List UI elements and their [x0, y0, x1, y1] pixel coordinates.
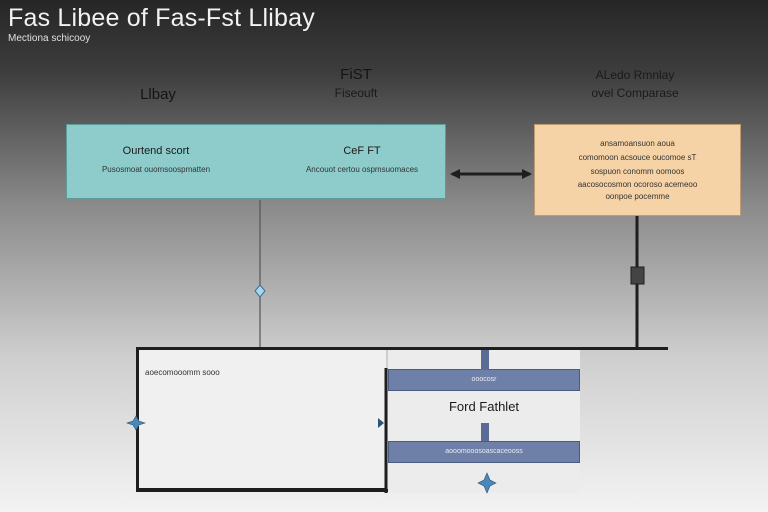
peach-component-box: ansamoansuon aoua comomoon acsouce oucom… — [534, 124, 741, 216]
inner-bottom-bar-text: aooomooosoascaceooss — [445, 448, 523, 455]
peach-line-2: comomoon acsouce oucomoe sT — [578, 153, 697, 162]
left-edge-star-icon — [126, 415, 146, 431]
divider-arrow-icon — [378, 418, 384, 428]
teal-left-text: Pusosmoat ouomsoospmatten — [101, 165, 211, 174]
middle-column-sublabel: Fiseouft — [334, 86, 378, 100]
teal-left-title: Ourtend scort — [122, 145, 190, 157]
inner-top-bar-text: ooocosr — [471, 376, 497, 383]
peach-line-4: aacosocosmon ocoroso acemeoo — [577, 180, 698, 189]
left-column-label: Llbay — [140, 86, 176, 103]
teal-component-box: Ourtend scort Pusosmoat ouomsoospmatten … — [66, 124, 446, 199]
right-column-label: ALedo Rmnlay — [595, 68, 675, 82]
peach-line-5: oonpoe pocemme — [605, 192, 670, 201]
inner-component-panel: ooocosr Ford Fathlet aooomooosoascaceoos… — [388, 349, 580, 493]
teal-connector-diamond-icon — [254, 284, 266, 298]
inner-bottom-bar: aooomooosoascaceooss — [388, 441, 580, 463]
diagram-subtitle: Mectiona schicooy — [8, 33, 91, 44]
right-column-sublabel: ovel Comparase — [591, 86, 679, 100]
panel-label: aoecomooomm sooo — [145, 368, 220, 377]
teal-right-title: CeF FT — [343, 145, 381, 157]
peach-line-3: sospuon conomm oomoos — [590, 167, 685, 176]
inner-center-title: Ford Fathlet — [448, 399, 520, 414]
diagram-title: Fas Libee of Fas-Fst Llibay — [8, 4, 315, 32]
bottom-left-panel: aoecomooomm sooo — [136, 347, 386, 491]
peach-line-1: ansamoansuon aoua — [600, 139, 675, 148]
peach-connector-block-icon — [630, 266, 645, 285]
teal-right-text: Ancouot certou ospmsuomaces — [305, 165, 419, 174]
middle-column-label: FiST — [340, 66, 372, 83]
bottom-star-icon — [477, 472, 497, 494]
inner-top-stub — [481, 350, 489, 370]
inner-middle-stub — [481, 423, 489, 441]
